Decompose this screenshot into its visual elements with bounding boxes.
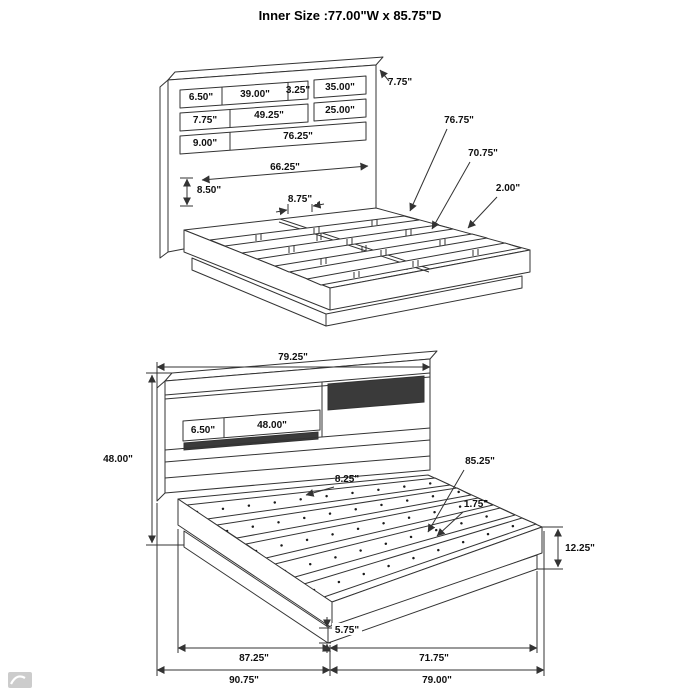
dim-shelf-25-00: 25.00": [325, 105, 355, 116]
dim-inner-width-66-25: 66.25": [270, 162, 300, 173]
dim-base-panel-8-50: 8.50": [197, 185, 221, 196]
dim-base-height-5-75: 5.75": [335, 625, 359, 636]
slat-spacing-dimension: 8.75": [275, 193, 325, 216]
dim-inner-length-87-25: 87.25": [239, 653, 269, 664]
dim-overall-length-79-00: 79.00": [422, 675, 452, 686]
dim-foot-width-71-75: 71.75": [419, 653, 449, 664]
dim-overall-width-79-25: 79.25": [278, 352, 308, 363]
headboard-bottom-view: 6.50" 48.00": [156, 350, 438, 502]
dim-side-height-12-25: 12.25": [565, 543, 595, 554]
dim-shelf-49-25: 49.25": [254, 110, 284, 121]
dim-shelf-39-00: 39.00": [240, 89, 270, 100]
dim-inner-depth-85-25: 85.25": [465, 456, 495, 467]
dim-shelf-6-50: 6.50": [189, 92, 213, 103]
dim-shelf-9-00: 9.00": [193, 138, 217, 149]
dim-shelf-h-6-50: 6.50": [191, 425, 215, 436]
headboard-top-view: 6.50" 39.00" 3.25" 35.00" 7.75" 49.25" 2…: [159, 56, 384, 259]
dim-deck-8-25: 8.25": [335, 474, 359, 485]
top-view-dimensions-left: 7.75" 66.25" 8.50": [180, 69, 412, 207]
dim-shelf-3-25: 3.25": [286, 85, 310, 96]
dim-slat-70-75: 70.75": [468, 148, 498, 159]
platform-top-view: [183, 207, 531, 327]
brand-watermark-logo: [8, 672, 32, 688]
dim-overall-height-48-00: 48.00": [103, 454, 133, 465]
dim-shelf-35-00: 35.00": [325, 82, 355, 93]
bottom-view-drawing: 6.50" 48.00" 79.25": [103, 350, 595, 686]
dim-slat-thickness-1-75: 1.75": [464, 499, 488, 510]
page-title: Inner Size :77.00"W x 85.75"D: [259, 8, 442, 23]
dim-overall-depth-90-75: 90.75": [229, 675, 259, 686]
dim-top-depth-7-75: 7.75": [388, 77, 412, 88]
platform-bottom-view: [177, 474, 543, 644]
dim-shelf-7-75: 7.75": [193, 115, 217, 126]
dim-thickness-2-00: 2.00": [496, 183, 520, 194]
dim-rail-76-75: 76.75": [444, 115, 474, 126]
dim-slat-gap-8-75: 8.75": [288, 194, 312, 205]
bottom-view-dimensions: 79.25" 48.00" 8.25" 85.25" 1.75" 12.25" …: [103, 352, 595, 686]
dim-shelf-w-48-00: 48.00": [257, 420, 287, 431]
top-view-leaders: 76.75" 70.75" 2.00": [409, 115, 520, 230]
top-view-drawing: 6.50" 39.00" 3.25" 35.00" 7.75" 49.25" 2…: [159, 56, 531, 327]
dim-shelf-76-25: 76.25": [283, 131, 313, 142]
